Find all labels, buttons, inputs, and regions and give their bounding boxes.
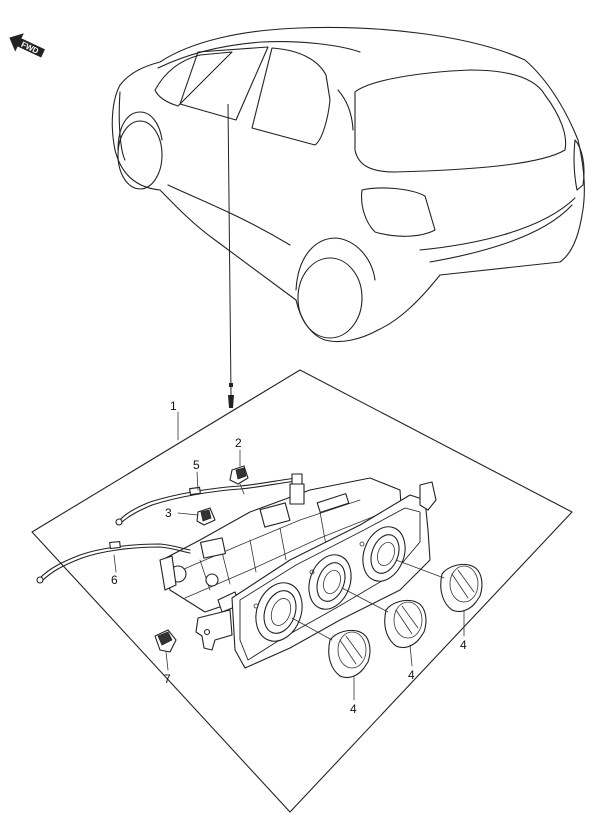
callout-2: 2: [235, 436, 242, 450]
lower-control-cable: [36, 540, 191, 584]
right-knob-recess: [362, 526, 406, 582]
knob-middle: [384, 599, 427, 649]
callout-4-lower: 4: [350, 702, 357, 716]
upper-control-cable: [115, 473, 303, 526]
fwd-arrow-icon: FWD: [9, 33, 45, 58]
location-leader: [227, 103, 234, 408]
knob-upper: [440, 563, 483, 613]
callout-6: 6: [111, 573, 118, 587]
bulb-part-3: [196, 507, 216, 526]
heater-control-unit: [159, 477, 437, 669]
callout-7: 7: [164, 672, 171, 686]
callout-4-middle: 4: [408, 668, 415, 682]
left-knob-recess: [255, 582, 303, 642]
vehicle-outline: [111, 26, 585, 343]
callout-3: 3: [165, 506, 172, 520]
callout-1: 1: [170, 399, 177, 413]
clip-part-7: [154, 629, 177, 653]
bulb-part-2: [229, 465, 249, 495]
callout-5: 5: [193, 458, 200, 472]
knob-lower: [328, 629, 371, 679]
callout-4-upper: 4: [460, 638, 467, 652]
center-knob-recess: [308, 554, 352, 610]
assembly-frame: [31, 369, 573, 813]
callout-leaders: [113, 411, 465, 701]
fwd-label: FWD: [20, 40, 41, 56]
